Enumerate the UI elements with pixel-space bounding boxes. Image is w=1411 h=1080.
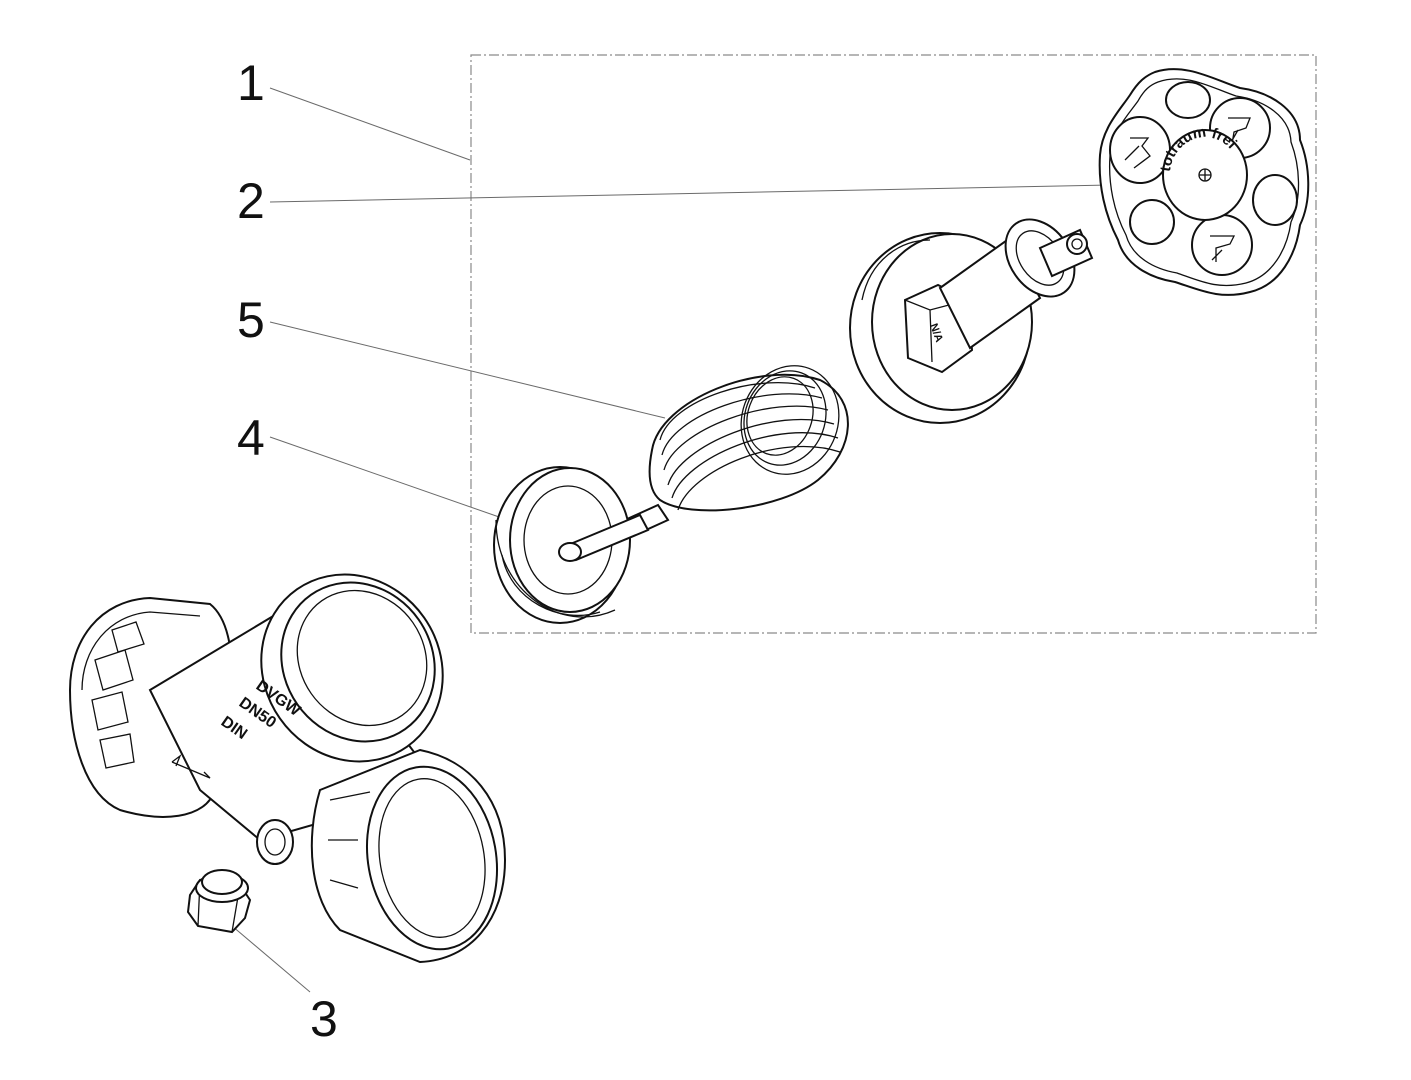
leader-line-3 (224, 919, 311, 993)
spring (648, 365, 849, 512)
leader-line-5 (269, 321, 666, 419)
callout-1: 1 (237, 55, 265, 111)
leader-line-1 (269, 87, 471, 161)
callout-3: 3 (310, 991, 338, 1047)
leader-line-4 (269, 436, 523, 526)
valve-disc (493, 466, 670, 624)
bonnet-assembly: N/A (849, 218, 1094, 424)
callout-2: 2 (237, 173, 265, 229)
valve-body: DVGW DN50 DIN (68, 573, 507, 964)
callout-4: 4 (237, 410, 265, 466)
drain-plug (186, 869, 252, 934)
handwheel: totraum frei (1098, 68, 1310, 296)
callout-5: 5 (237, 292, 265, 348)
assembly-frame (470, 54, 1317, 634)
leader-line-2 (269, 184, 1111, 203)
